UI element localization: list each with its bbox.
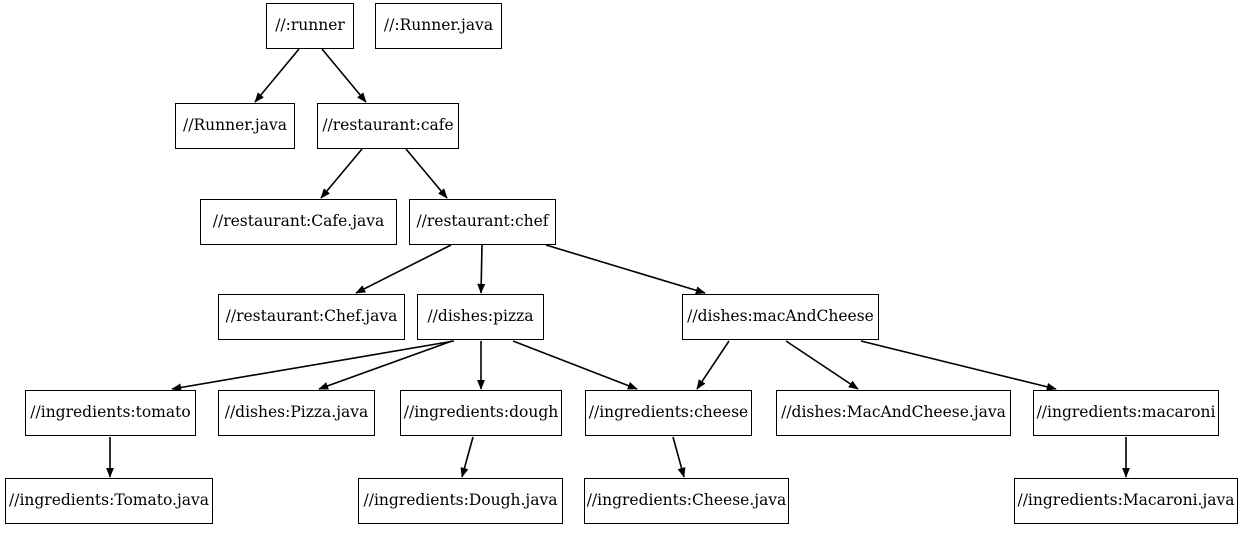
graph-node-label: //dishes:Pizza.java (224, 403, 369, 422)
graph-node-label: //dishes:MacAndCheese.java (781, 403, 1006, 422)
graph-node-ingredients_cheese[interactable]: //ingredients:cheese (585, 390, 752, 436)
graph-node-label: //Runner.java (183, 116, 287, 135)
graph-node-ingredients_cheese_java[interactable]: //ingredients:Cheese.java (584, 478, 789, 524)
graph-node-label: //ingredients:Tomato.java (9, 491, 209, 510)
graph-node-ingredients_dough_java[interactable]: //ingredients:Dough.java (358, 478, 563, 524)
graph-node-dishes_pizza_java[interactable]: //dishes:Pizza.java (218, 390, 375, 436)
graph-node-dishes_pizza[interactable]: //dishes:pizza (417, 294, 544, 340)
graph-node-label: //restaurant:chef (416, 212, 549, 231)
graph-node-root_runner_java[interactable]: //:Runner.java (375, 3, 502, 49)
graph-node-restaurant_chef_java[interactable]: //restaurant:Chef.java (218, 294, 405, 340)
graph-node-ingredients_macaroni_java[interactable]: //ingredients:Macaroni.java (1014, 478, 1238, 524)
graph-node-label: //ingredients:tomato (30, 403, 191, 422)
graph-node-ingredients_tomato_java[interactable]: //ingredients:Tomato.java (5, 478, 213, 524)
graph-node-restaurant_cafe[interactable]: //restaurant:cafe (317, 103, 459, 149)
graph-node-label: //dishes:pizza (427, 307, 534, 326)
graph-node-label: //ingredients:dough (403, 403, 559, 422)
graph-node-label: //:runner (275, 16, 345, 35)
graph-node-ingredients_tomato[interactable]: //ingredients:tomato (25, 390, 196, 436)
graph-node-label: //dishes:macAndCheese (687, 307, 874, 326)
graph-node-restaurant_cafe_java[interactable]: //restaurant:Cafe.java (200, 199, 397, 245)
graph-node-label: //restaurant:Chef.java (225, 307, 398, 326)
graph-node-runner[interactable]: //:runner (266, 3, 354, 49)
graph-node-label: //ingredients:Macaroni.java (1017, 491, 1235, 510)
graph-node-label: //:Runner.java (383, 16, 494, 35)
graph-node-ingredients_macaroni[interactable]: //ingredients:macaroni (1033, 390, 1219, 436)
graph-node-restaurant_chef[interactable]: //restaurant:chef (409, 199, 556, 245)
graph-node-label: //ingredients:cheese (588, 403, 749, 422)
graph-node-label: //ingredients:Dough.java (363, 491, 558, 510)
graph-node-runner_java[interactable]: //Runner.java (175, 103, 295, 149)
graph-node-label: //restaurant:cafe (322, 116, 454, 135)
graph-node-dishes_mac_and_cheese[interactable]: //dishes:macAndCheese (682, 294, 879, 340)
graph-node-label: //ingredients:macaroni (1036, 403, 1216, 422)
graph-node-ingredients_dough[interactable]: //ingredients:dough (400, 390, 562, 436)
graph-node-label: //ingredients:Cheese.java (586, 491, 787, 510)
graph-node-dishes_mac_java[interactable]: //dishes:MacAndCheese.java (776, 390, 1011, 436)
graph-node-label: //restaurant:Cafe.java (212, 212, 385, 231)
